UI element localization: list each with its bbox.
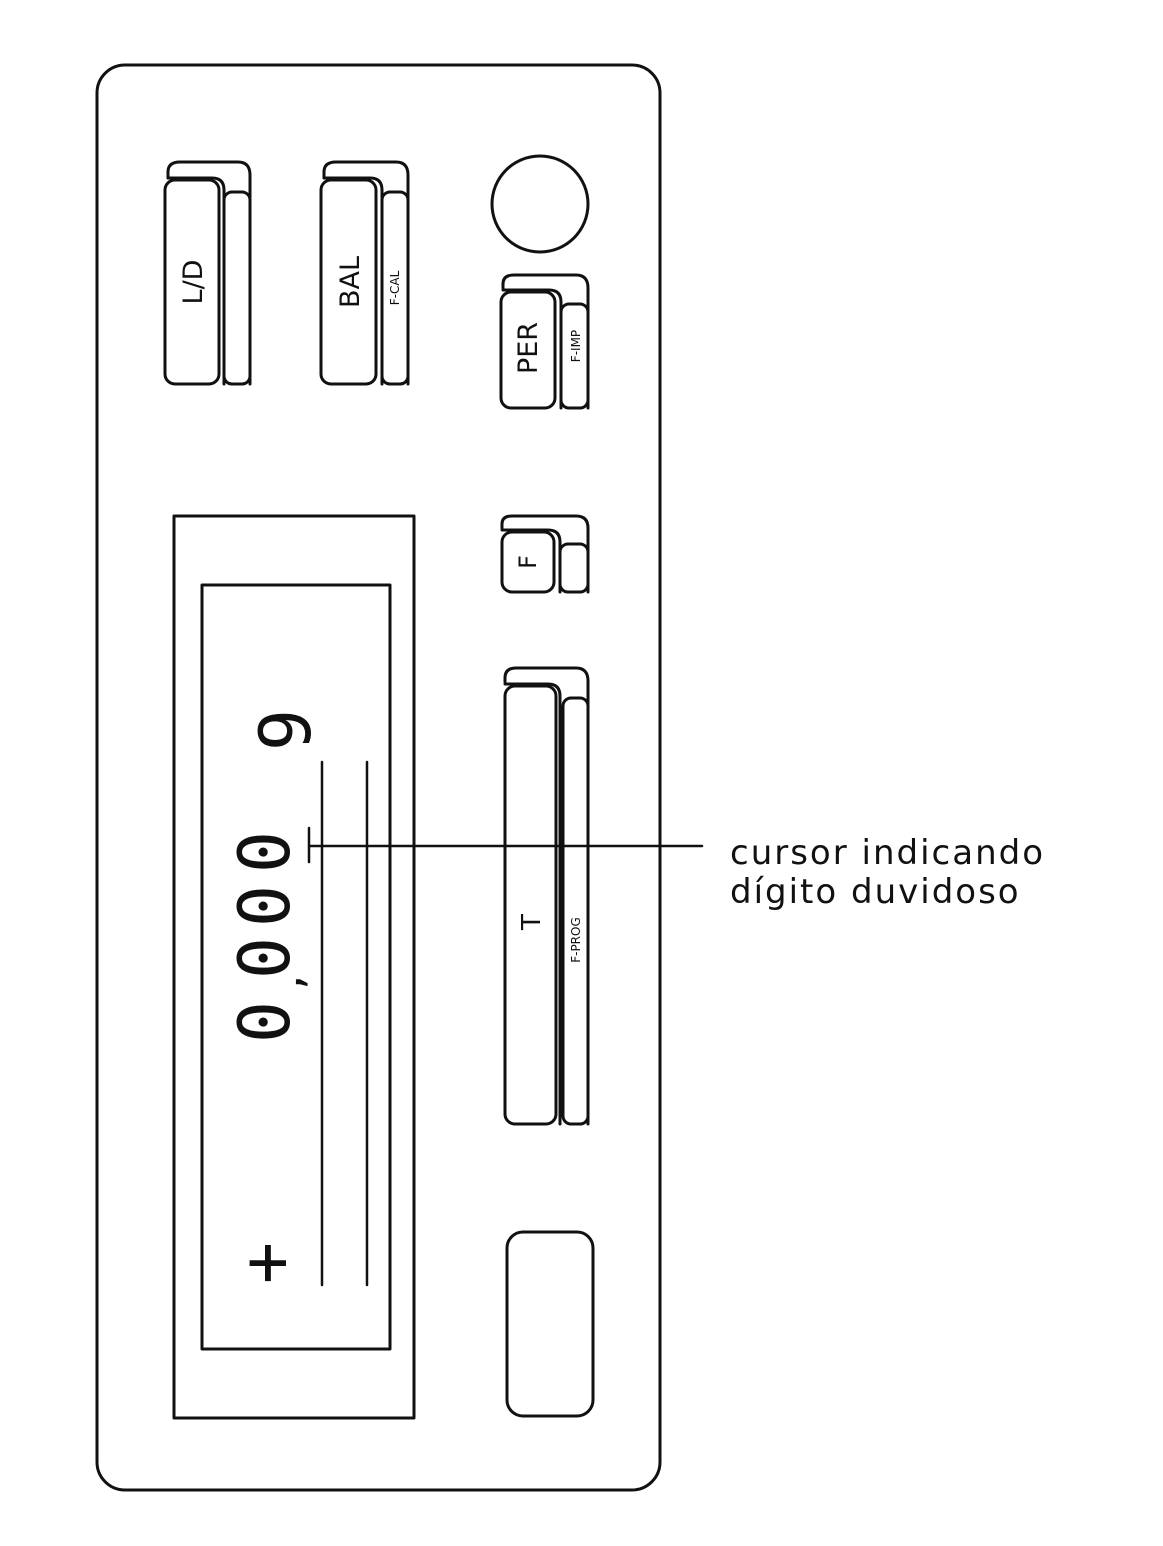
bal-key-label: BAL [335, 256, 366, 308]
display-digit-0: 0 [224, 1001, 306, 1043]
display-doubtful-digit: 9 [245, 709, 327, 751]
ld-key-label: L/D [178, 260, 209, 305]
f-key-label: F [514, 555, 542, 569]
display: 0 , 0 0 0 9 + [172, 514, 416, 1420]
display-decimal-separator: , [266, 970, 312, 994]
display-bezel [172, 514, 416, 1420]
display-digit-2: 0 [224, 885, 306, 927]
display-digit-1: 0 [224, 937, 306, 979]
t-key-label: T [517, 914, 547, 931]
blank-key[interactable] [505, 1230, 595, 1418]
round-indicator [490, 154, 590, 254]
display-screen [200, 583, 392, 1351]
fcal-key-label: F-CAL [388, 270, 402, 305]
display-digit-3: 0 [224, 831, 306, 873]
ld-key[interactable]: L/D [163, 160, 252, 386]
callout-text-line1: cursor indicando [730, 833, 1045, 873]
display-sign: + [225, 1242, 307, 1284]
f-key[interactable]: F [500, 514, 590, 594]
per-key[interactable]: PER F-IMP [499, 273, 590, 410]
fprog-key-label: F-PROG [569, 917, 583, 963]
panel-outline [95, 63, 662, 1492]
t-key[interactable]: T F-PROG [503, 666, 590, 1126]
fimp-key-label: F-IMP [569, 330, 583, 362]
per-key-label: PER [513, 322, 544, 374]
callout-text-line2: dígito duvidoso [730, 872, 1021, 912]
bal-key[interactable]: BAL F-CAL [319, 160, 410, 386]
